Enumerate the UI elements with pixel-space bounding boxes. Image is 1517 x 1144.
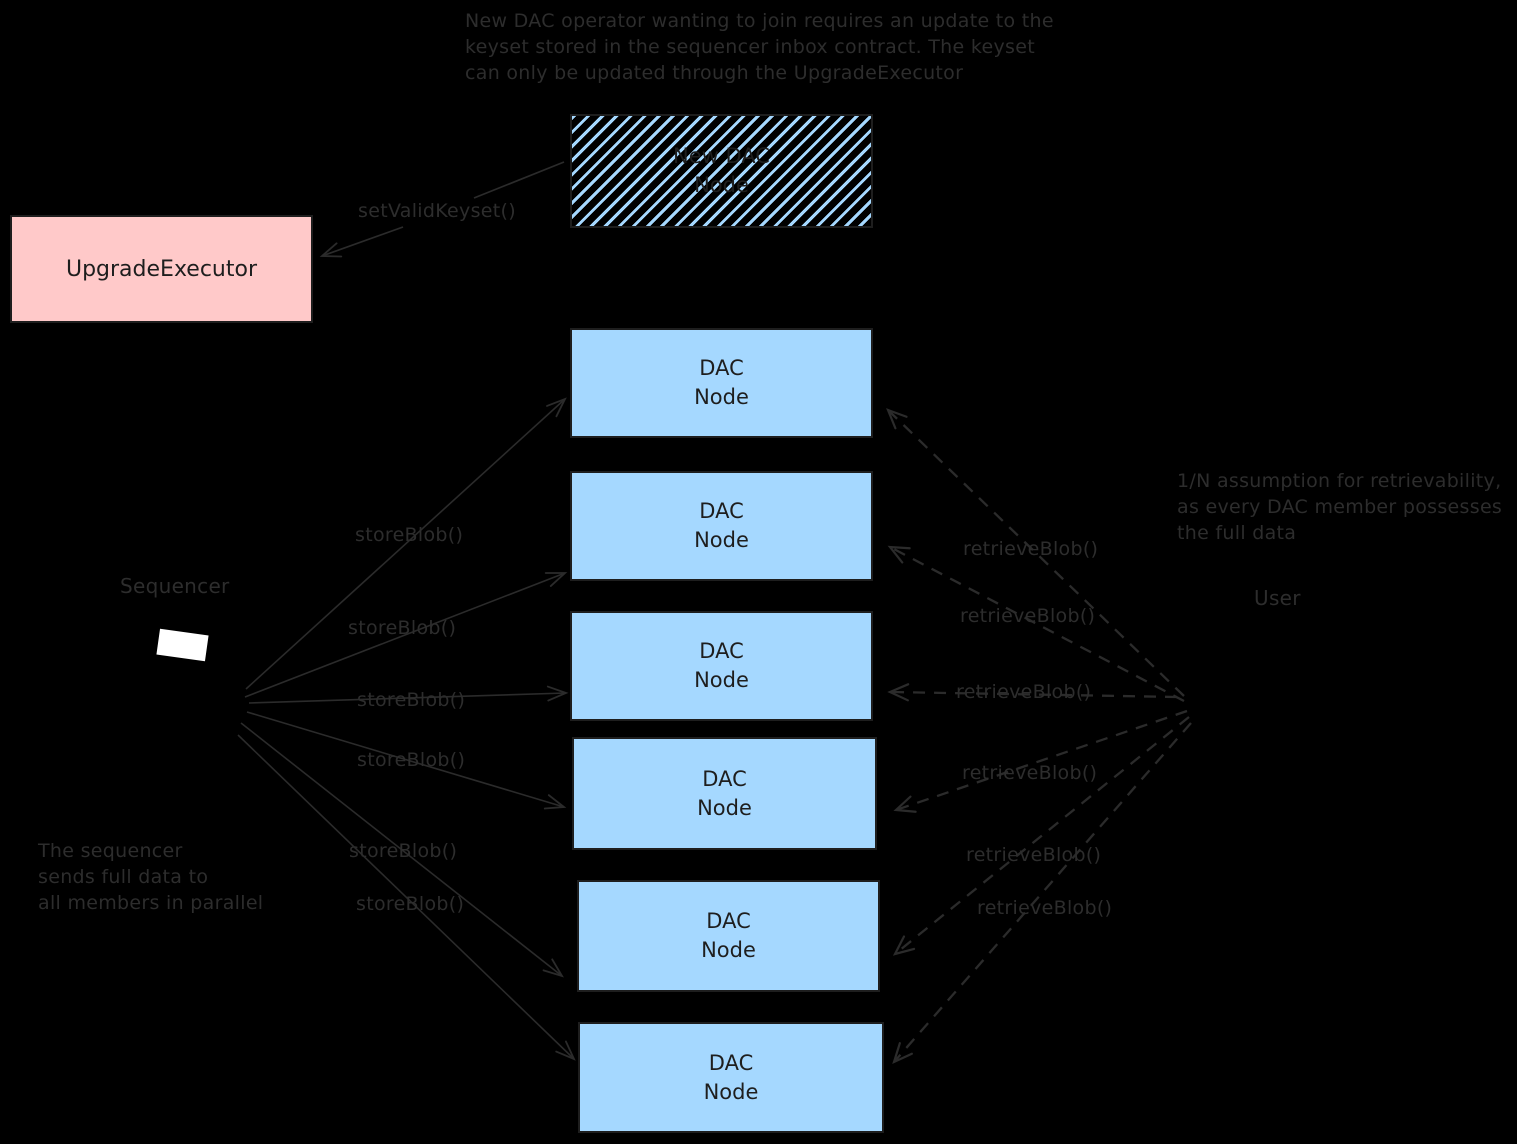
storeblob-label-2: storeBlob() [348,617,457,639]
dac-node-3-line2: Node [694,668,749,692]
retrieveblob-label-2: retrieveBlob() [960,605,1096,627]
storeblob-label-3: storeBlob() [357,689,466,711]
dac-node-2-line1: DAC [699,499,744,523]
new-dac-node-label-line2: Node [694,173,749,197]
sequencer-label: Sequencer [120,574,230,598]
dac-node-box-6: DAC Node [578,1022,884,1133]
dac-node-6-line1: DAC [708,1050,754,1075]
dac-node-box-2: DAC Node [570,471,873,581]
upgrade-executor-label: UpgradeExecutor [65,256,257,282]
dac-node-6-line2: Node [703,1079,759,1104]
dac-node-4-line1: DAC [702,766,747,791]
retrieveblob-label-3: retrieveBlob() [956,681,1092,703]
dac-node-5-line2: Node [701,938,756,962]
storeblob-label-5: storeBlob() [349,840,458,862]
storeblob-label-1: storeBlob() [355,524,464,546]
storeblob-label-6: storeBlob() [356,893,465,915]
dac-node-2-line2: Node [694,528,749,552]
storeblob-arrows [237,397,576,1061]
retrieveblob-label-5: retrieveBlob() [966,844,1102,866]
keyset-note: New DAC operator wanting to join require… [465,10,1054,84]
storeblob-label-4: storeBlob() [357,749,466,771]
dac-node-5-line1: DAC [706,909,751,933]
dac-node-1-line1: DAC [699,356,744,380]
setvalidkeyset-label: setValidKeyset() [358,200,516,222]
dac-node-box-3: DAC Node [570,611,873,721]
upgrade-executor-box: UpgradeExecutor [10,215,313,323]
retrieveblob-arrow-4 [893,709,1188,813]
dac-node-4-line2: Node [697,795,752,820]
dac-node-box-1: DAC Node [570,328,873,438]
retrieveblob-label-4: retrieveBlob() [962,762,1098,784]
user-label: User [1254,586,1301,610]
new-dac-node-label-line1: New DAC [673,144,770,168]
dac-node-box-4: DAC Node [572,737,877,850]
retrieveblob-label-1: retrieveBlob() [963,538,1099,560]
sequencer-laptop-screen-icon [156,628,209,662]
dac-node-1-line2: Node [694,385,749,409]
retrieveblob-arrows [886,408,1192,1065]
dac-node-box-5: DAC Node [577,880,880,992]
retrievability-note: 1/N assumption for retrievability, as ev… [1177,470,1503,544]
new-dac-node-box: New DAC Node [570,114,873,228]
dac-node-3-line1: DAC [699,639,744,663]
retrieveblob-label-6: retrieveBlob() [977,897,1113,919]
parallel-note: The sequencer sends full data to all mem… [38,840,264,914]
